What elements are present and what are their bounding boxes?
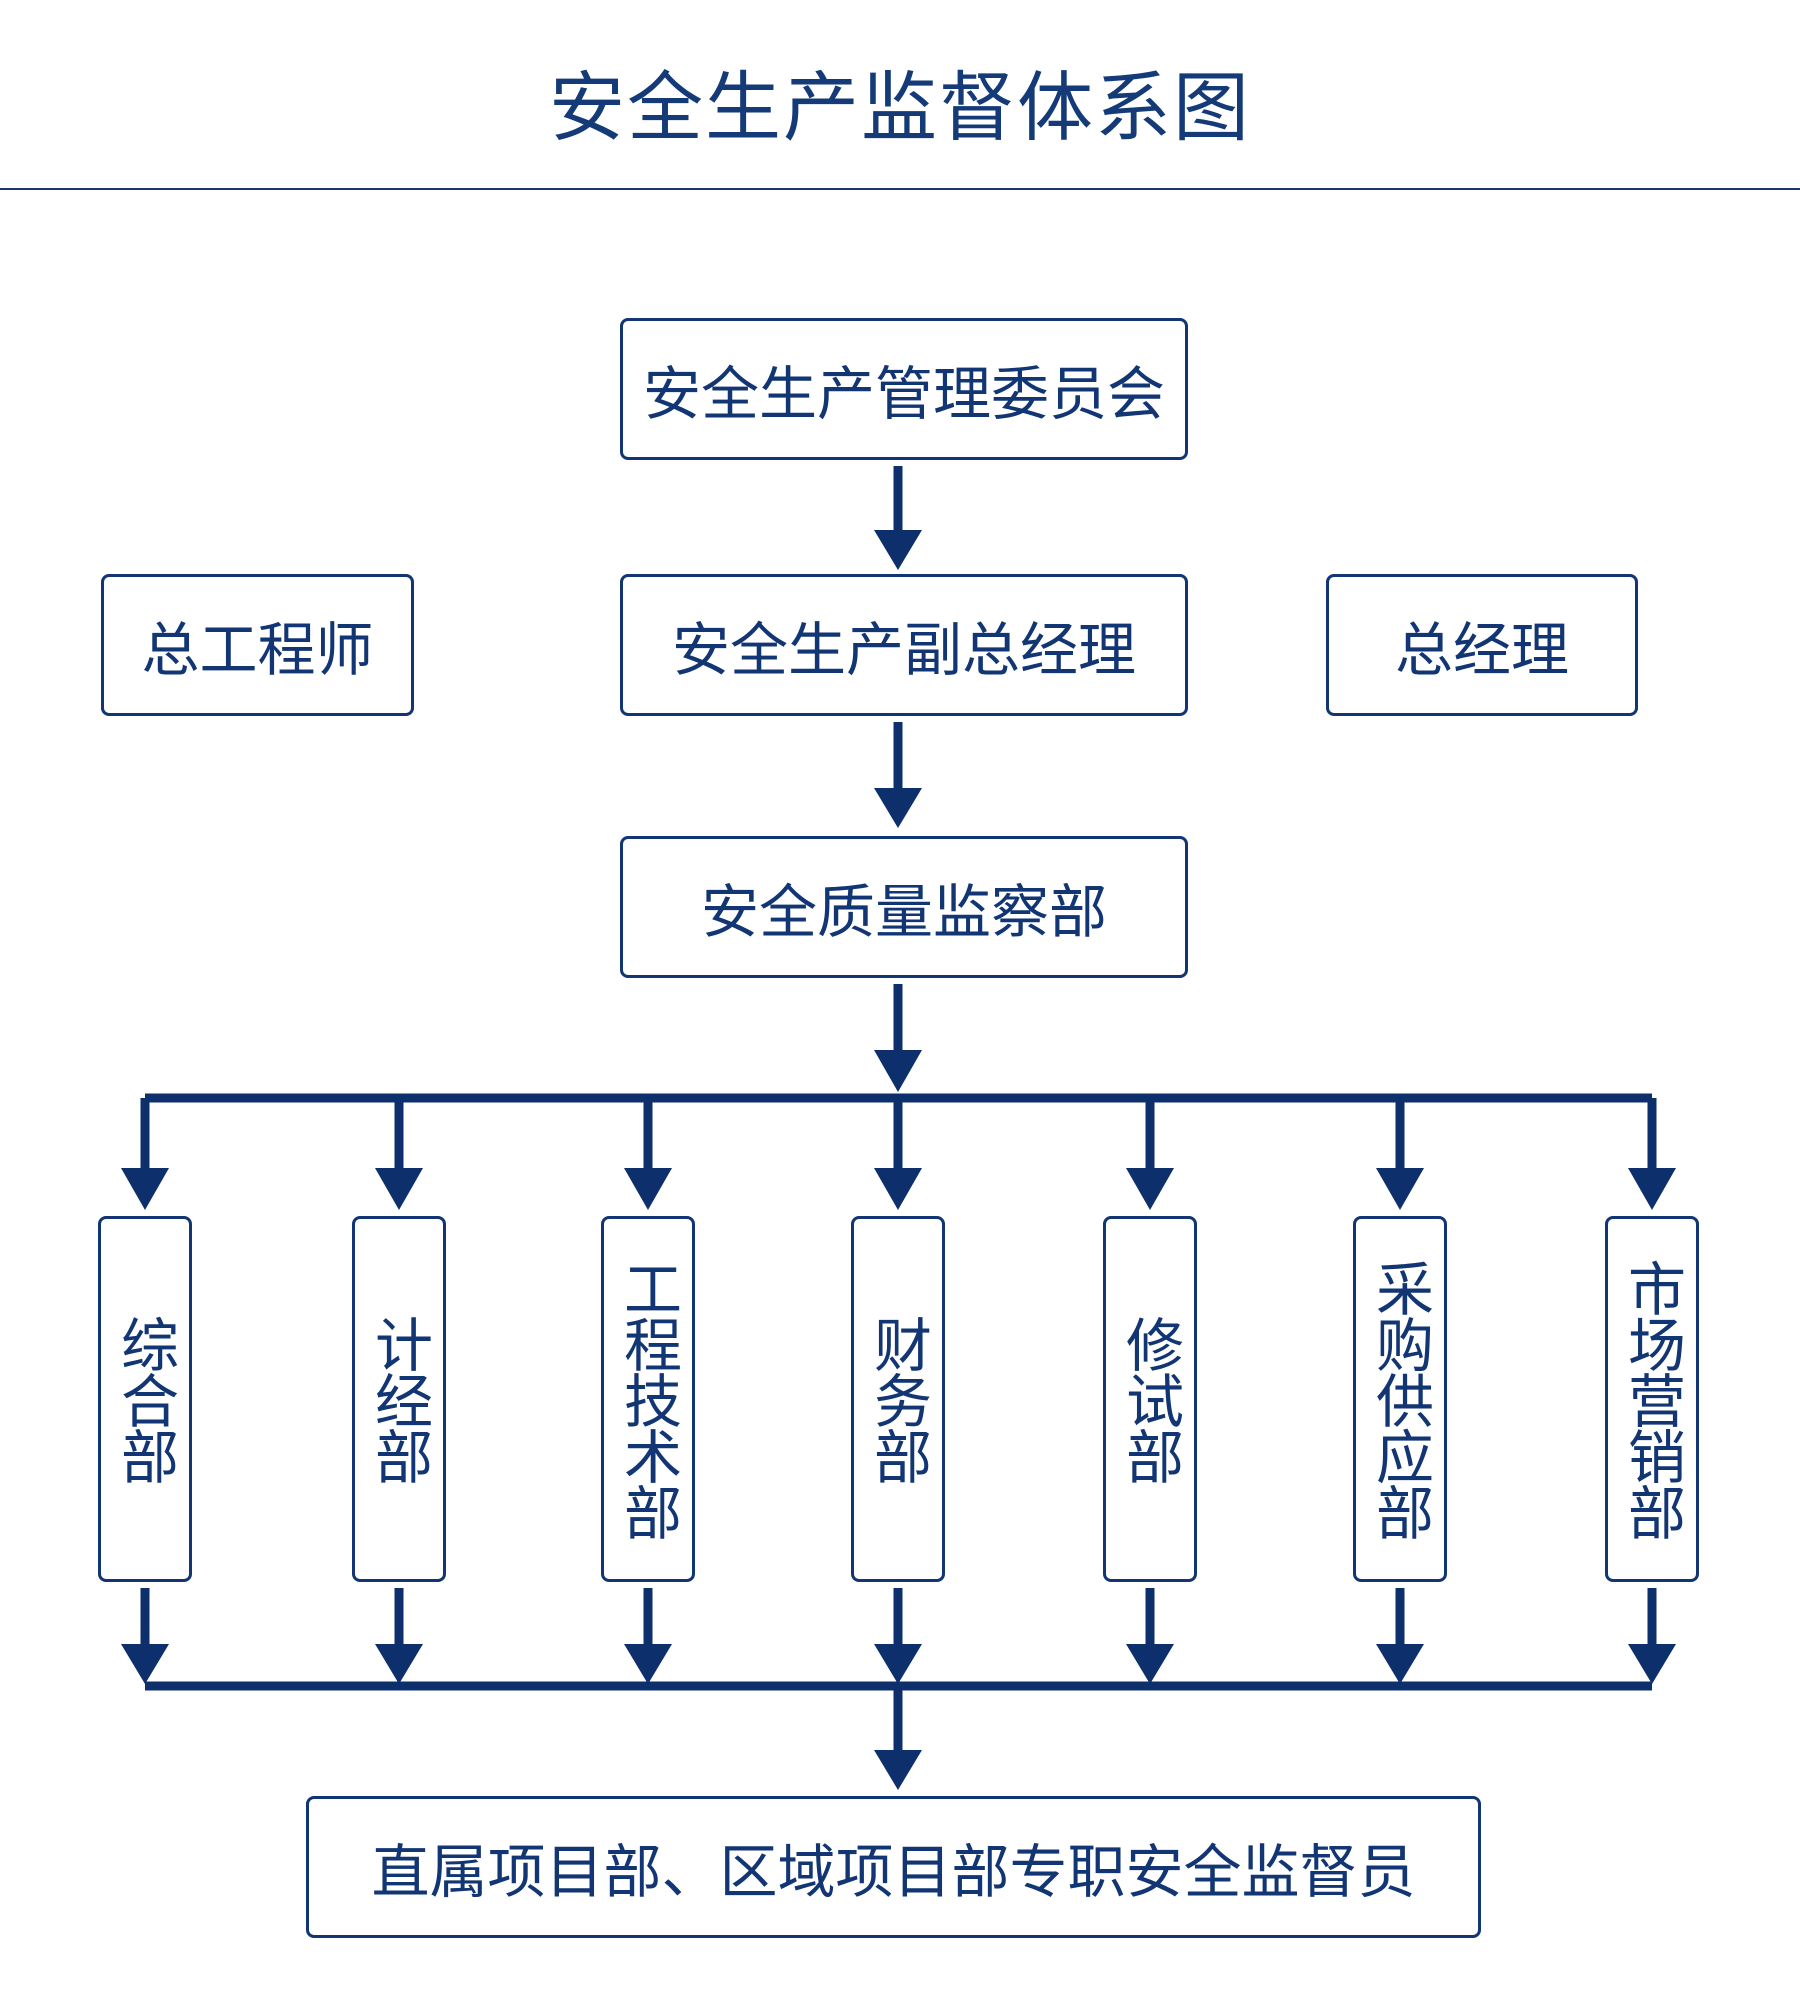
arrow-to-bus (874, 1050, 922, 1092)
department-box-1: 计经部 (352, 1216, 446, 1582)
department-label: 采购供应部 (1366, 1259, 1434, 1539)
arrow-out-of-dept-5 (1376, 1644, 1424, 1684)
department-label: 财务部 (864, 1315, 932, 1483)
arrow-out-of-dept-0 (121, 1644, 169, 1684)
page-title: 安全生产监督体系图 (549, 63, 1251, 152)
arrow-into-dept-0 (121, 1168, 169, 1210)
vice-gm-safety-label: 安全生产副总经理 (671, 616, 1136, 684)
general-manager-box: 总经理 (1326, 574, 1638, 716)
department-box-3: 财务部 (851, 1216, 945, 1582)
arrow-out-of-dept-2 (624, 1644, 672, 1684)
department-label: 修试部 (1116, 1315, 1184, 1483)
department-box-0: 综合部 (98, 1216, 192, 1582)
department-label: 计经部 (365, 1315, 433, 1483)
arrow-into-dept-5 (1376, 1168, 1424, 1210)
arrow-to-vice (874, 530, 922, 570)
arrow-to-supervisors (874, 1750, 922, 1790)
arrow-out-of-dept-4 (1126, 1644, 1174, 1684)
arrow-into-dept-3 (874, 1168, 922, 1210)
department-box-6: 市场营销部 (1605, 1216, 1699, 1582)
arrow-to-dept (874, 788, 922, 828)
arrow-out-of-dept-3 (874, 1644, 922, 1684)
committee-box: 安全生产管理委员会 (620, 318, 1188, 460)
supervisors-label: 直属项目部、区域项目部专职安全监督员 (371, 1838, 1416, 1906)
department-label: 综合部 (111, 1315, 179, 1483)
department-box-5: 采购供应部 (1353, 1216, 1447, 1582)
title-divider (0, 188, 1800, 190)
chief-engineer-label: 总工程师 (141, 616, 374, 684)
committee-label: 安全生产管理委员会 (642, 360, 1165, 428)
general-manager-label: 总经理 (1394, 616, 1569, 684)
supervisors-box: 直属项目部、区域项目部专职安全监督员 (306, 1796, 1481, 1938)
department-box-2: 工程技术部 (601, 1216, 695, 1582)
chief-engineer-box: 总工程师 (101, 574, 414, 716)
department-label: 工程技术部 (614, 1259, 682, 1539)
vice-gm-safety-box: 安全生产副总经理 (620, 574, 1188, 716)
safety-quality-dept-label: 安全质量监察部 (700, 878, 1107, 946)
arrow-out-of-dept-1 (375, 1644, 423, 1684)
department-box-4: 修试部 (1103, 1216, 1197, 1582)
arrow-into-dept-1 (375, 1168, 423, 1210)
arrow-into-dept-4 (1126, 1168, 1174, 1210)
arrow-into-dept-2 (624, 1168, 672, 1210)
arrow-out-of-dept-6 (1628, 1644, 1676, 1684)
arrow-into-dept-6 (1628, 1168, 1676, 1210)
safety-quality-dept-box: 安全质量监察部 (620, 836, 1188, 978)
department-label: 市场营销部 (1618, 1259, 1686, 1539)
